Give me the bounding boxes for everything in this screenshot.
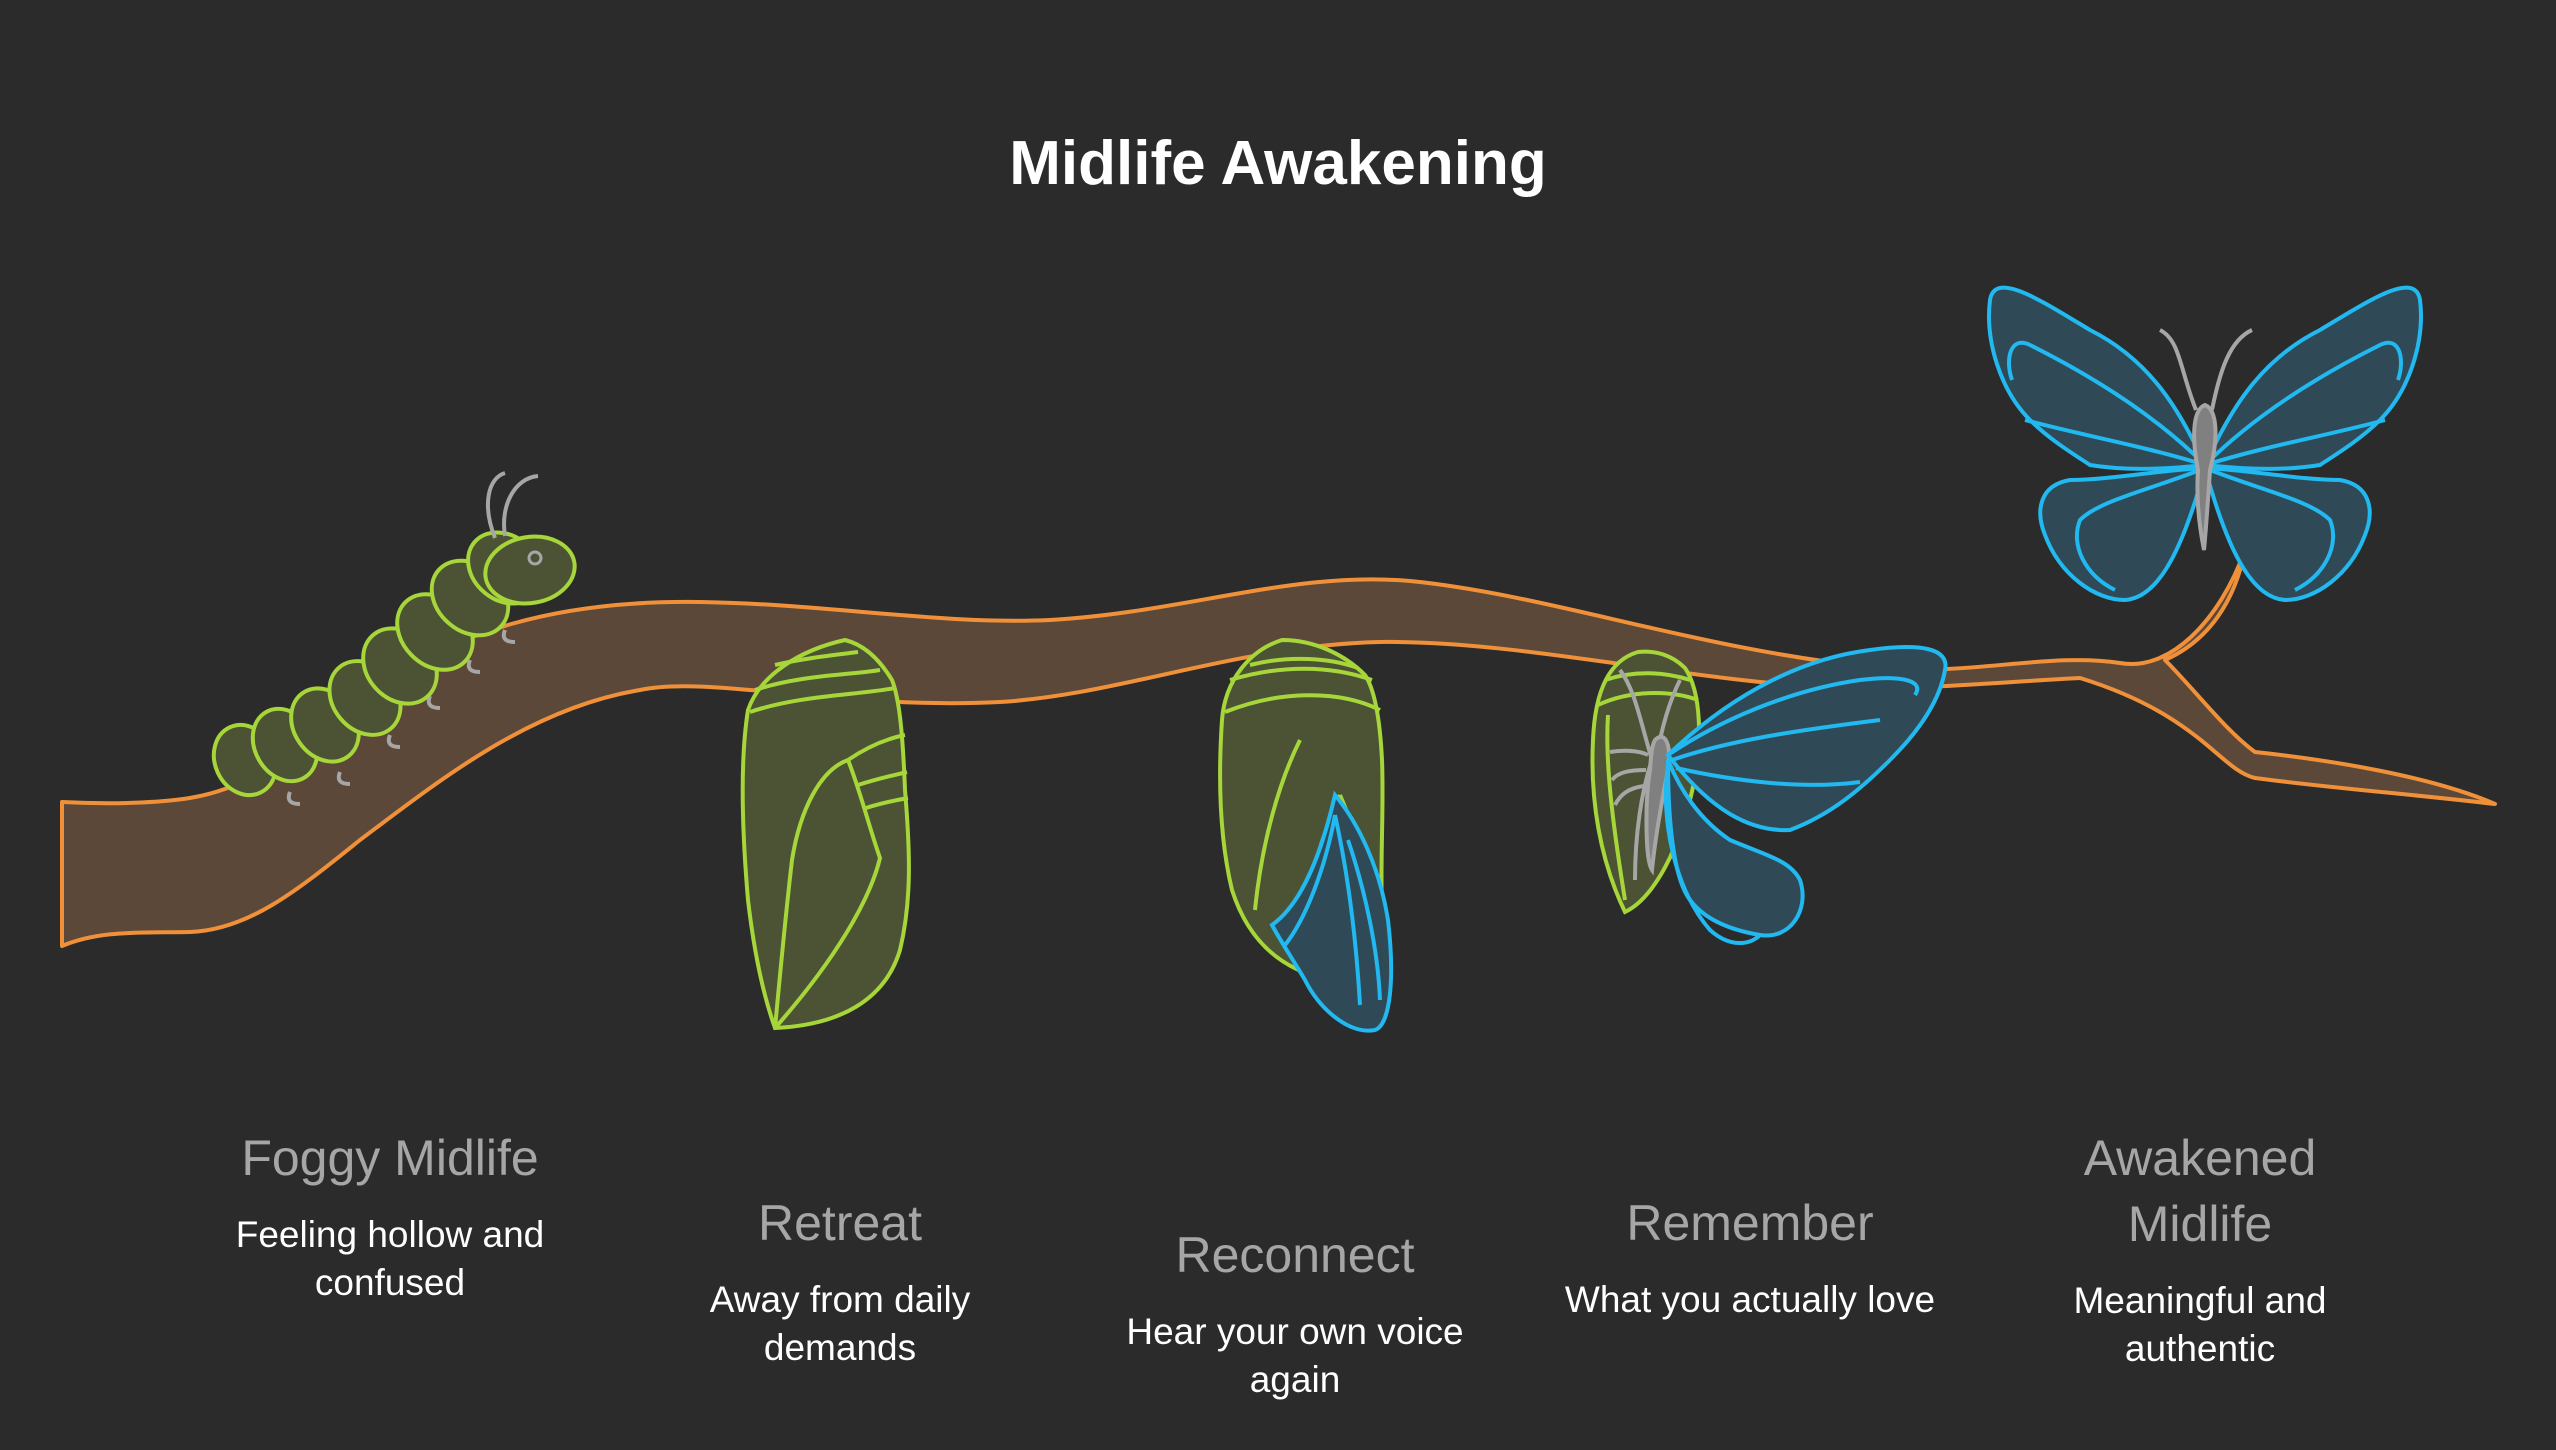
stage-foggy-midlife: Foggy Midlife Feeling hollow and confuse… [190,1125,590,1307]
page-title: Midlife Awakening [1009,129,1547,198]
caterpillar-icon [211,471,577,806]
stage-remember: Remember What you actually love [1540,1190,1960,1324]
stage-name: Awakened Midlife [2083,1130,2317,1252]
emerging-butterfly-icon [1590,645,1948,945]
stage-name: Reconnect [1175,1227,1415,1283]
cocoon-icon [740,637,911,1031]
stage-reconnect: Reconnect Hear your own voice again [1080,1222,1510,1404]
stage-name: Retreat [758,1195,922,1251]
stage-name: Remember [1626,1195,1874,1251]
stage-description: Hear your own voice again [1126,1311,1464,1400]
stage-description: Meaningful and authentic [2073,1280,2327,1369]
stage-description: Away from daily demands [709,1279,971,1368]
stage-retreat: Retreat Away from daily demands [640,1190,1040,1372]
stage-name: Foggy Midlife [241,1130,539,1186]
butterfly-icon [1987,285,2423,603]
cracking-chrysalis-icon [1218,637,1394,1033]
stage-awakened-midlife: Awakened Midlife Meaningful and authenti… [2005,1125,2395,1373]
stage-description: What you actually love [1564,1279,1936,1320]
stage-description: Feeling hollow and confused [235,1214,545,1303]
